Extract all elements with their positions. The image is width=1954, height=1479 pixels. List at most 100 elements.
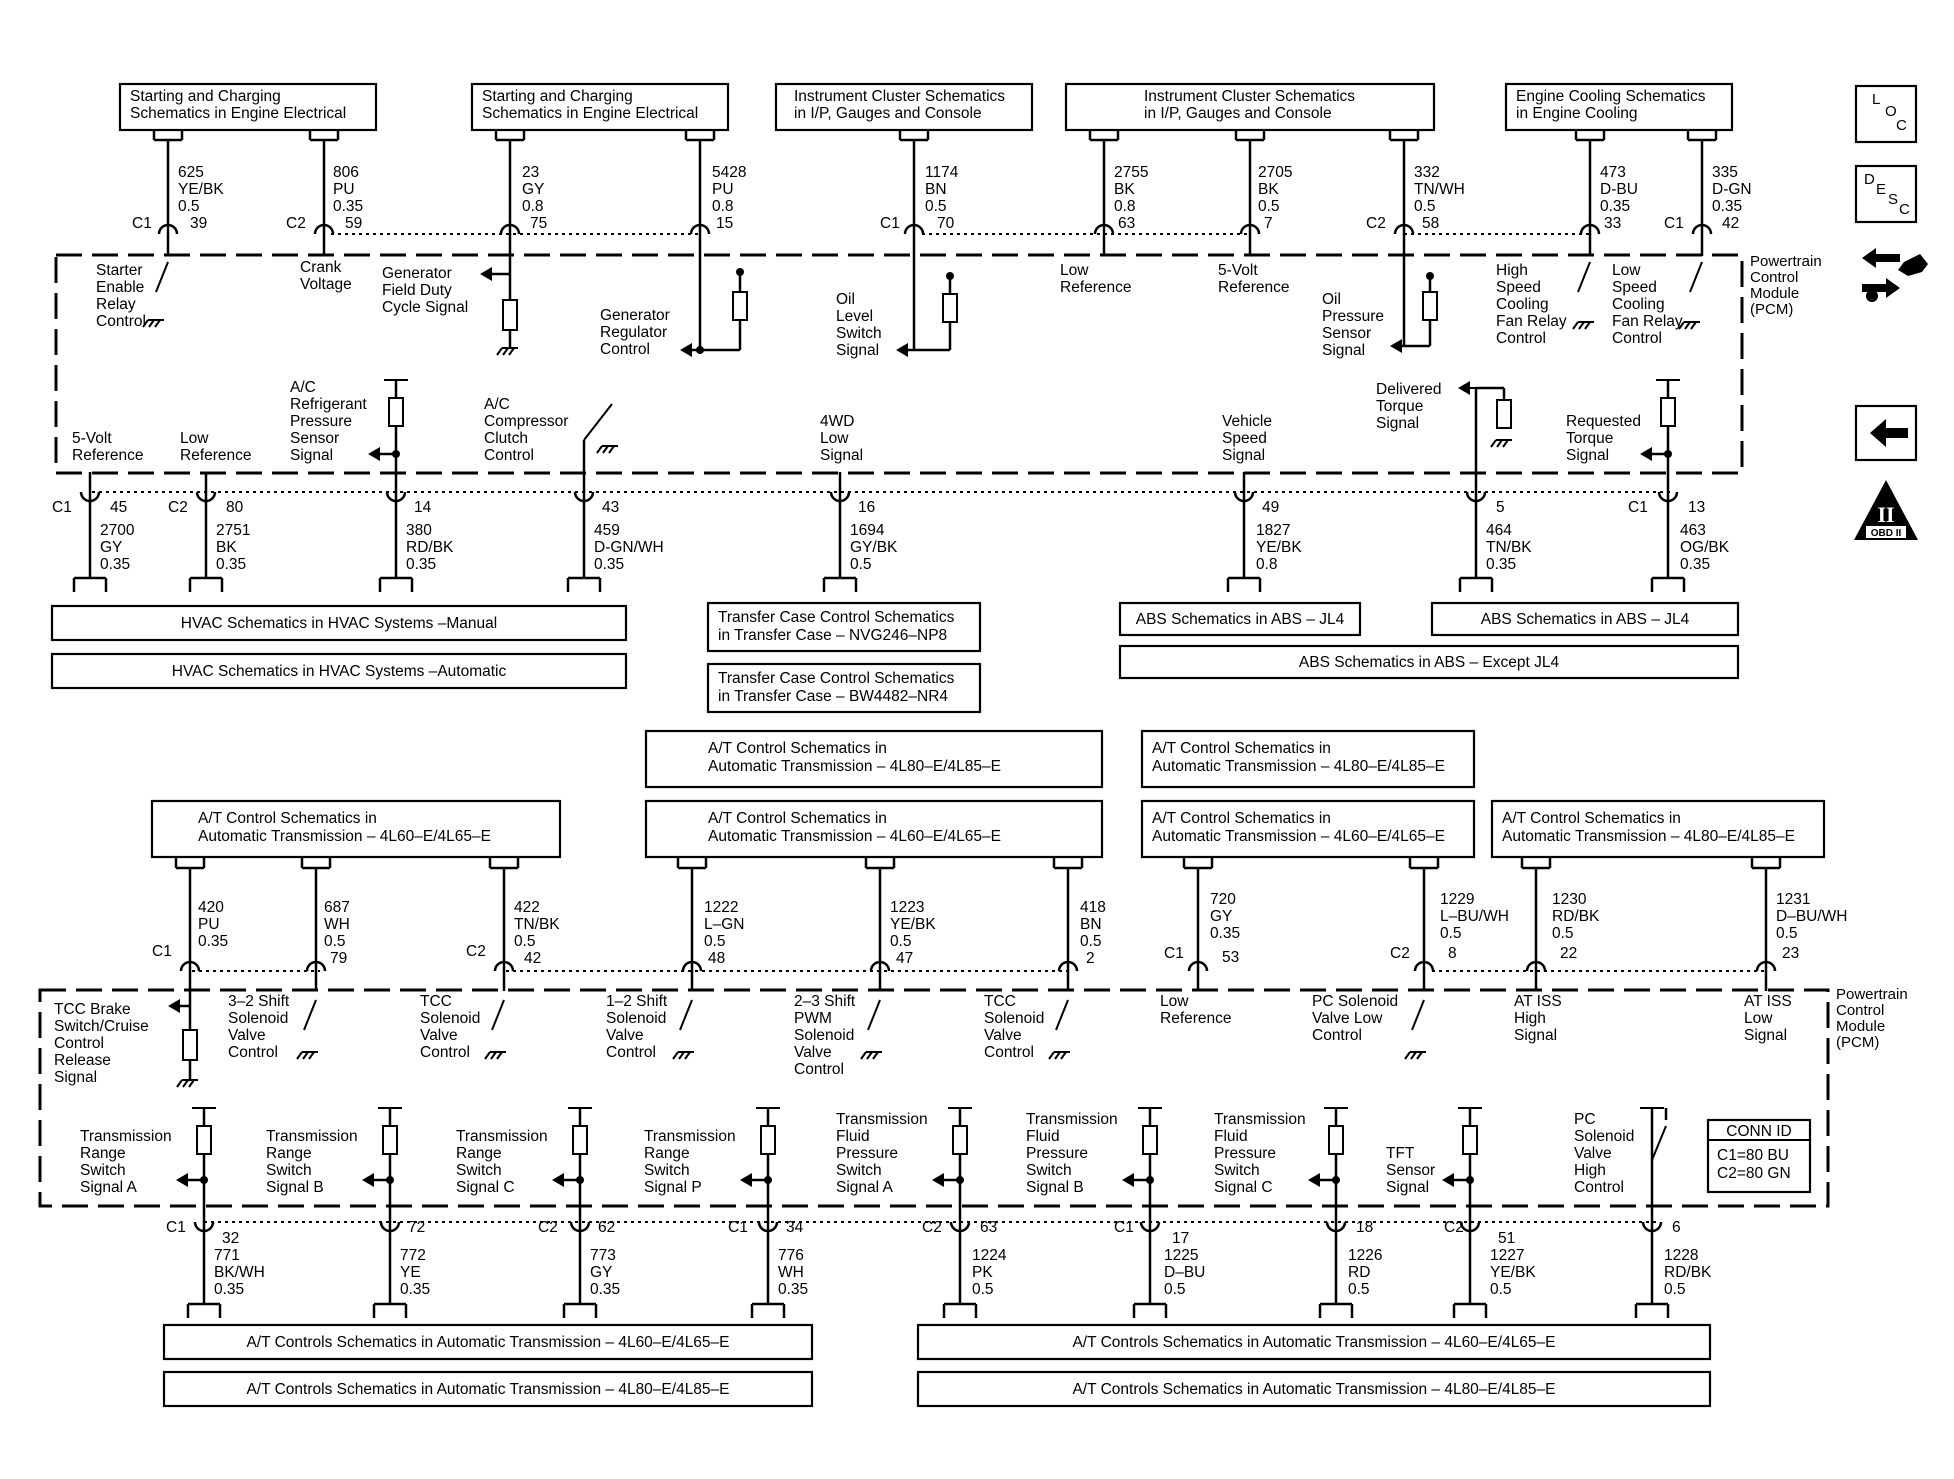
- ground-symbol: [1572, 321, 1579, 330]
- resistor-symbol: [196, 1125, 212, 1155]
- connector-id: C1: [152, 943, 172, 960]
- pcm-signal-label: Delivered: [1376, 381, 1441, 398]
- top-ref-instrument-cluster-2[interactable]: Instrument Cluster Schematics in I/P, Ga…: [1064, 82, 1436, 132]
- pcm-signal-label: Low: [1612, 262, 1641, 279]
- pcm-signal-label: Torque: [1376, 398, 1423, 415]
- pcm-signal-label: Signal: [1386, 1179, 1429, 1196]
- back-button[interactable]: [1854, 404, 1918, 462]
- pcm-signal-label: Fluid: [836, 1128, 870, 1145]
- connector-pin: [689, 223, 711, 235]
- pcm-signal-label: Switch: [1026, 1162, 1072, 1179]
- signal-arrow: [168, 999, 180, 1013]
- pcm-signal-label: Speed: [1612, 279, 1657, 296]
- ground-symbol: [1490, 439, 1497, 448]
- pcm-signal-label: Solenoid: [228, 1010, 288, 1027]
- ref-abs-jl4-2[interactable]: ABS Schematics in ABS – JL4: [1430, 601, 1740, 637]
- circuit-color: PK: [972, 1264, 993, 1281]
- connector-pin: [179, 960, 201, 972]
- ref-line: Automatic Transmission – 4L80–E/4L85–E: [1502, 828, 1795, 845]
- circuit-gauge: 0.8: [1256, 556, 1278, 573]
- pin-number: 47: [896, 950, 913, 967]
- pcm-signal-label: Signal A: [836, 1179, 894, 1196]
- ref-at-controls-4l60-left[interactable]: A/T Controls Schematics in Automatic Tra…: [162, 1323, 814, 1361]
- desc-letter: D: [1864, 171, 1875, 188]
- ref-line: in Engine Cooling: [1516, 105, 1638, 122]
- circuit-number: 2755: [1114, 164, 1148, 181]
- pcm-signal-label: A/C: [484, 396, 510, 413]
- pcm-signal-label: Regulator: [600, 324, 667, 341]
- circuit-number: 5428: [712, 164, 746, 181]
- top-ref-engine-cooling[interactable]: Engine Cooling Schematics in Engine Cool…: [1504, 82, 1734, 132]
- ground-symbol: [1584, 321, 1591, 330]
- ref-transfer-case-nr4[interactable]: Transfer Case Control Schematics in Tran…: [706, 662, 982, 714]
- circuit-color: D-BU: [1600, 181, 1638, 198]
- pcm-signal-label: Control: [1612, 330, 1662, 347]
- ref-at-control-4l60-mid[interactable]: A/T Control Schematics in Automatic Tran…: [644, 799, 1104, 859]
- ground-symbol: [672, 1051, 679, 1060]
- circuit-color: YE/BK: [890, 916, 936, 933]
- pin-number: 43: [602, 499, 619, 516]
- circuit-color: GY: [590, 1264, 612, 1281]
- top-ref-instrument-cluster-1[interactable]: Instrument Cluster Schematics in I/P, Ga…: [774, 82, 1034, 132]
- pcm-signal-label: Signal: [290, 447, 333, 464]
- ref-at-control-4l60-left[interactable]: A/T Control Schematics in Automatic Tran…: [150, 799, 562, 859]
- ref-abs-except-jl4[interactable]: ABS Schematics in ABS – Except JL4: [1118, 644, 1740, 680]
- ground-symbol: [176, 1079, 183, 1088]
- pin-number: 42: [524, 950, 541, 967]
- circuit-number: 1224: [972, 1247, 1007, 1264]
- pcm-signal-label: Oil: [836, 291, 855, 308]
- pcm-signal-label: Field Duty: [382, 282, 452, 299]
- ref-at-controls-4l80-left[interactable]: A/T Controls Schematics in Automatic Tra…: [162, 1370, 814, 1408]
- top-ref-starting-charging-2[interactable]: Starting and Charging Schematics in Engi…: [470, 82, 730, 132]
- ref-abs-jl4-1[interactable]: ABS Schematics in ABS – JL4: [1118, 601, 1362, 637]
- circuit-color: WH: [778, 1264, 804, 1281]
- ref-at-control-4l80-far-right[interactable]: A/T Control Schematics in Automatic Tran…: [1490, 799, 1826, 859]
- desc-button[interactable]: D E S C: [1854, 164, 1918, 224]
- top-ref-starting-charging-1[interactable]: Starting and Charging Schematics in Engi…: [118, 82, 378, 132]
- pin-number: 23: [1782, 945, 1799, 962]
- pcm-signal-label: Speed: [1496, 279, 1541, 296]
- connector-pin: [1393, 223, 1415, 235]
- switch-blade: [155, 261, 169, 293]
- pcm-signal-label: Switch: [1214, 1162, 1260, 1179]
- circuit-color: BK: [1258, 181, 1279, 198]
- ref-at-controls-4l80-right[interactable]: A/T Controls Schematics in Automatic Tra…: [916, 1370, 1712, 1408]
- pcm-signal-label: Signal B: [266, 1179, 324, 1196]
- ref-line: in Transfer Case – NVG246–NP8: [718, 627, 947, 644]
- pcm-signal-label: Reference: [1160, 1010, 1232, 1027]
- switch-blade: [491, 999, 505, 1031]
- ref-hvac-manual[interactable]: HVAC Schematics in HVAC Systems –Manual: [50, 604, 628, 642]
- circuit-number: 772: [400, 1247, 426, 1264]
- signal-arrow: [176, 1173, 188, 1187]
- circuit-number: 1229: [1440, 891, 1474, 908]
- obd-ii-icon[interactable]: II OBD II: [1854, 480, 1918, 540]
- pin-number: 33: [1604, 215, 1621, 232]
- signal-arrow: [368, 447, 380, 461]
- pcm-signal-label: Control: [228, 1044, 278, 1061]
- circuit-color: L–BU/WH: [1440, 908, 1509, 925]
- ground-symbol: [860, 1051, 867, 1060]
- pcm-signal-label: TCC Brake: [54, 1001, 131, 1018]
- ref-transfer-case-np8[interactable]: Transfer Case Control Schematics in Tran…: [706, 601, 982, 653]
- resistor-symbol: [1328, 1125, 1344, 1155]
- pin-number: 63: [1118, 215, 1135, 232]
- junction-dot: [1426, 272, 1434, 280]
- circuit-number: 463: [1680, 522, 1706, 539]
- ground-symbol: [1048, 1051, 1055, 1060]
- loc-button[interactable]: L O C: [1854, 84, 1918, 144]
- connector-id: C1: [1164, 945, 1184, 962]
- pcm-label-line: Powertrain: [1836, 986, 1908, 1003]
- ref-at-control-4l60-right[interactable]: A/T Control Schematics in Automatic Tran…: [1140, 799, 1476, 859]
- ground-symbol: [596, 445, 603, 454]
- pcm-signal-label: PC: [1574, 1111, 1596, 1128]
- ground-symbol: [142, 319, 149, 328]
- pin-number: 45: [110, 499, 127, 516]
- ref-at-control-4l80-top-right[interactable]: A/T Control Schematics in Automatic Tran…: [1140, 729, 1476, 789]
- pcm-signal-label: Relay: [96, 296, 136, 313]
- pcm-signal-label: 1–2 Shift: [606, 993, 668, 1010]
- ref-at-controls-4l60-right[interactable]: A/T Controls Schematics in Automatic Tra…: [916, 1323, 1712, 1361]
- ref-at-control-4l80-top-mid[interactable]: A/T Control Schematics in Automatic Tran…: [644, 729, 1104, 789]
- service-tools-icon[interactable]: [1862, 248, 1928, 302]
- circuit-color: RD: [1348, 1264, 1370, 1281]
- ref-hvac-automatic[interactable]: HVAC Schematics in HVAC Systems –Automat…: [50, 652, 628, 690]
